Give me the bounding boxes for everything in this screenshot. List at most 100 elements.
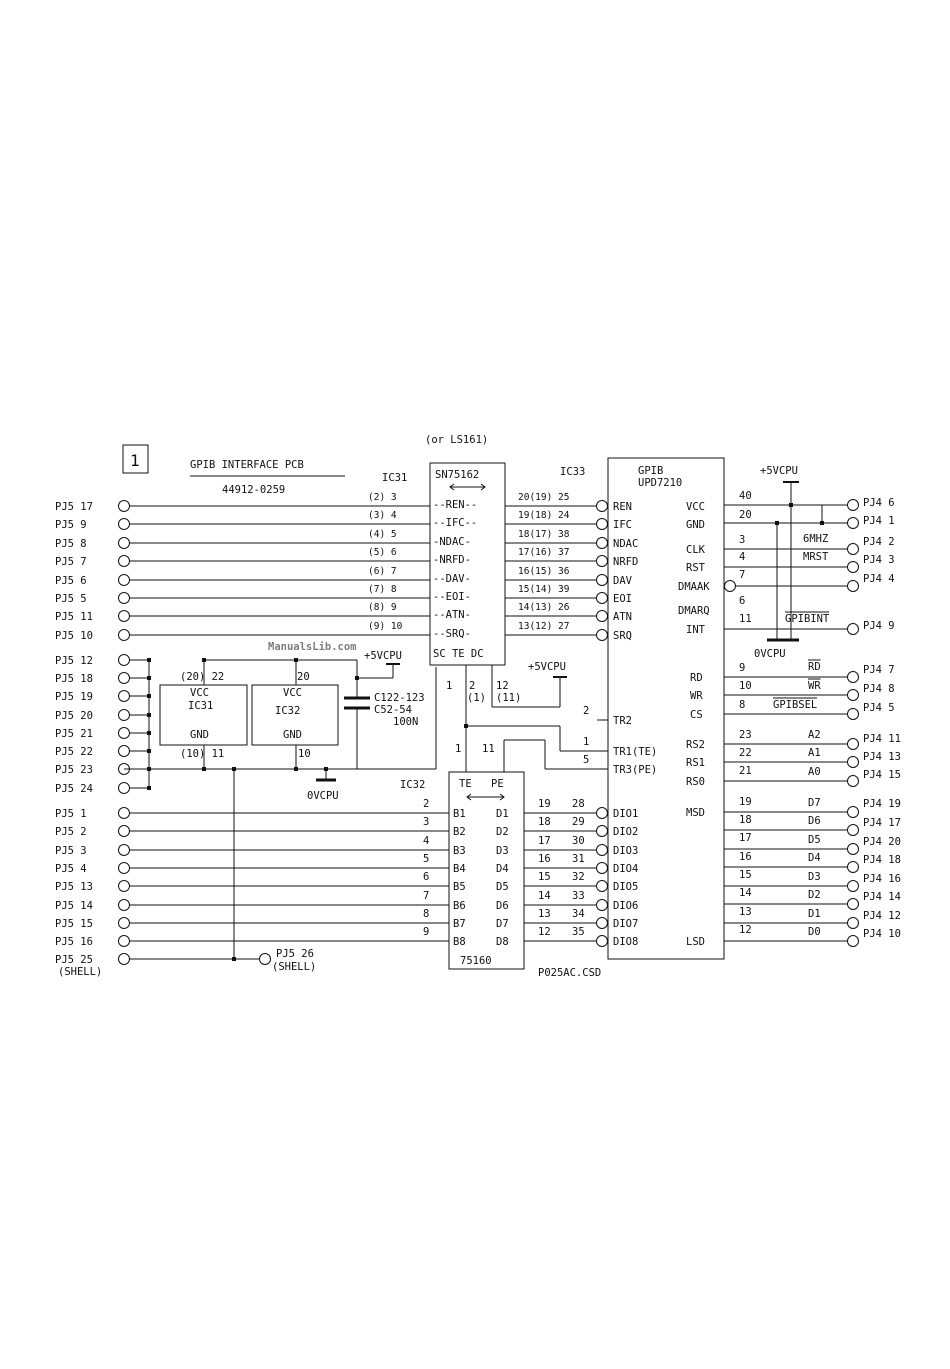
ic32-gnd: GND bbox=[283, 729, 302, 741]
ic32-b-label: B3 bbox=[453, 845, 466, 857]
ic31-pin-dc-alt: (11) bbox=[496, 692, 521, 704]
pj5-data-pin bbox=[118, 935, 130, 947]
pj4-pin bbox=[847, 756, 859, 768]
ic31-signal: --ATN- bbox=[433, 609, 471, 621]
ic33-right-pin: 7 bbox=[739, 569, 745, 581]
ic32-b-pin: 4 bbox=[423, 835, 429, 847]
ic32-d-label: D2 bbox=[496, 826, 509, 838]
ic32-b-label: B8 bbox=[453, 936, 466, 948]
ic32-d-pin: 12 bbox=[538, 926, 551, 938]
pj5-power-label: PJ5 22 bbox=[55, 746, 93, 758]
ic33-right-pin: 40 bbox=[739, 490, 752, 502]
ic33-right-pin: 3 bbox=[739, 534, 745, 546]
pj4-label: PJ4 5 bbox=[863, 702, 895, 714]
ic32-d-pin: 19 bbox=[538, 798, 551, 810]
ic31-signal: --IFC-- bbox=[433, 517, 477, 529]
ic31-signal: --EOI- bbox=[433, 591, 471, 603]
ic32-vcc: VCC bbox=[283, 687, 302, 699]
ic31-gnd: GND bbox=[190, 729, 209, 741]
ic33-right-signal: CS bbox=[690, 709, 703, 721]
ic31-vcc: VCC bbox=[190, 687, 209, 699]
ic33-net-label: D0 bbox=[808, 926, 821, 938]
ic31-right-pin: 16(15) 36 bbox=[518, 566, 570, 577]
ic31-ref: IC31 bbox=[382, 472, 407, 484]
ic32-b-label: B6 bbox=[453, 900, 466, 912]
ic33-dio-label: DIO4 bbox=[613, 863, 638, 875]
ic31-vcc-pin: (20) 22 bbox=[180, 671, 224, 683]
pj5-data-label: PJ5 1 bbox=[55, 808, 87, 820]
ic33-left-signals: RENIFCNDACNRFDDAVEOIATNSRQTR22TR1(TE)1TR… bbox=[583, 500, 657, 776]
pj5-control-label: PJ5 5 bbox=[55, 593, 87, 605]
ic33-part: UPD7210 bbox=[638, 477, 682, 489]
ic33-right-signal: GND bbox=[686, 519, 705, 531]
ic33-dio-pin: 35 bbox=[572, 926, 585, 938]
supply-label-1: +5VCPU bbox=[364, 650, 402, 662]
ic31-body bbox=[429, 462, 506, 666]
ic33-right-pin: 13 bbox=[739, 906, 752, 918]
ic33-right-signal: RS0 bbox=[686, 776, 705, 788]
ic31-left-pin: (3) 4 bbox=[368, 510, 397, 521]
sheet-number-box bbox=[122, 444, 149, 474]
ground-label-1: 0VCPU bbox=[307, 790, 339, 802]
ic33-dio-label: DIO1 bbox=[613, 808, 638, 820]
pj4-pin bbox=[847, 898, 859, 910]
ic33-net-label: D4 bbox=[808, 852, 821, 864]
ic32-pe: PE bbox=[491, 778, 504, 790]
pj4-pin bbox=[847, 775, 859, 787]
ic32-d-pin: 15 bbox=[538, 871, 551, 883]
pj5-data-pin bbox=[118, 844, 130, 856]
pj4-pin bbox=[847, 824, 859, 836]
ic32-gnd-pin: 10 bbox=[298, 748, 311, 760]
pj5-power-pin bbox=[118, 654, 130, 666]
ic33-right-pin: 6 bbox=[739, 595, 745, 607]
ic32-power-ref: IC32 bbox=[275, 705, 300, 717]
ic33-net-label: D7 bbox=[808, 797, 821, 809]
ic33-tr-label: TR3(PE) bbox=[613, 764, 657, 776]
pj4-connectors: 6MHZMRSTGPIBINTRDWRGPIBSELA2A1A0D7D6D5D4… bbox=[724, 497, 901, 947]
ic31-left-pin: (7) 8 bbox=[368, 584, 397, 595]
ic31-right-pin: 19(18) 24 bbox=[518, 510, 570, 521]
ic31-right-pin: 14(13) 26 bbox=[518, 602, 570, 613]
ic33-net-label: 6MHZ bbox=[803, 533, 828, 545]
pj4-label: PJ4 15 bbox=[863, 769, 901, 781]
ic33-left-pin bbox=[596, 592, 608, 604]
ic31-signal: --SRQ- bbox=[433, 628, 471, 640]
pj4-pin bbox=[847, 543, 859, 555]
pj5-26-shell: (SHELL) bbox=[272, 961, 316, 973]
pj4-label: PJ4 18 bbox=[863, 854, 901, 866]
pj4-label: PJ4 14 bbox=[863, 891, 901, 903]
ic32-b-pin: 2 bbox=[423, 798, 429, 810]
ic33-right-pin: 15 bbox=[739, 869, 752, 881]
ic32-d-label: D4 bbox=[496, 863, 509, 875]
pj5-power-label: PJ5 18 bbox=[55, 673, 93, 685]
pj5-control-pin bbox=[118, 574, 130, 586]
pj5-data-pin bbox=[118, 825, 130, 837]
ic32-b-label: B1 bbox=[453, 808, 466, 820]
ic33-net-label: D1 bbox=[808, 908, 821, 920]
ic33-left-pin bbox=[596, 518, 608, 530]
ic33-left-signal: NRFD bbox=[613, 556, 638, 568]
power-wiring bbox=[124, 658, 437, 782]
ic33-dio-label: DIO7 bbox=[613, 918, 638, 930]
pj4-pin bbox=[847, 843, 859, 855]
pj4-label: PJ4 2 bbox=[863, 536, 895, 548]
ic33-net-label: MRST bbox=[803, 551, 829, 563]
pj4-pin bbox=[847, 517, 859, 529]
pj5-25-shell: (SHELL) bbox=[58, 966, 102, 978]
ic32-d-pin: 16 bbox=[538, 853, 551, 865]
pj4-label: PJ4 19 bbox=[863, 798, 901, 810]
pj5-data-pin bbox=[118, 807, 130, 819]
ic33-right-pin: 22 bbox=[739, 747, 752, 759]
ic31-control-wiring bbox=[464, 665, 608, 772]
pj5-data-label: PJ5 14 bbox=[55, 900, 93, 912]
ic31-right-pin: 17(16) 37 bbox=[518, 547, 569, 558]
ic32-d-pin: 17 bbox=[538, 835, 551, 847]
pj4-pin bbox=[847, 917, 859, 929]
ic33-right-signal: VCC bbox=[686, 501, 705, 513]
cap-label-2: C52-54 bbox=[374, 704, 412, 716]
ic33-dio-label: DIO3 bbox=[613, 845, 638, 857]
ic33-right-pin: 21 bbox=[739, 765, 752, 777]
pj4-pin bbox=[847, 623, 859, 635]
ic33-dio-label: DIO8 bbox=[613, 936, 638, 948]
